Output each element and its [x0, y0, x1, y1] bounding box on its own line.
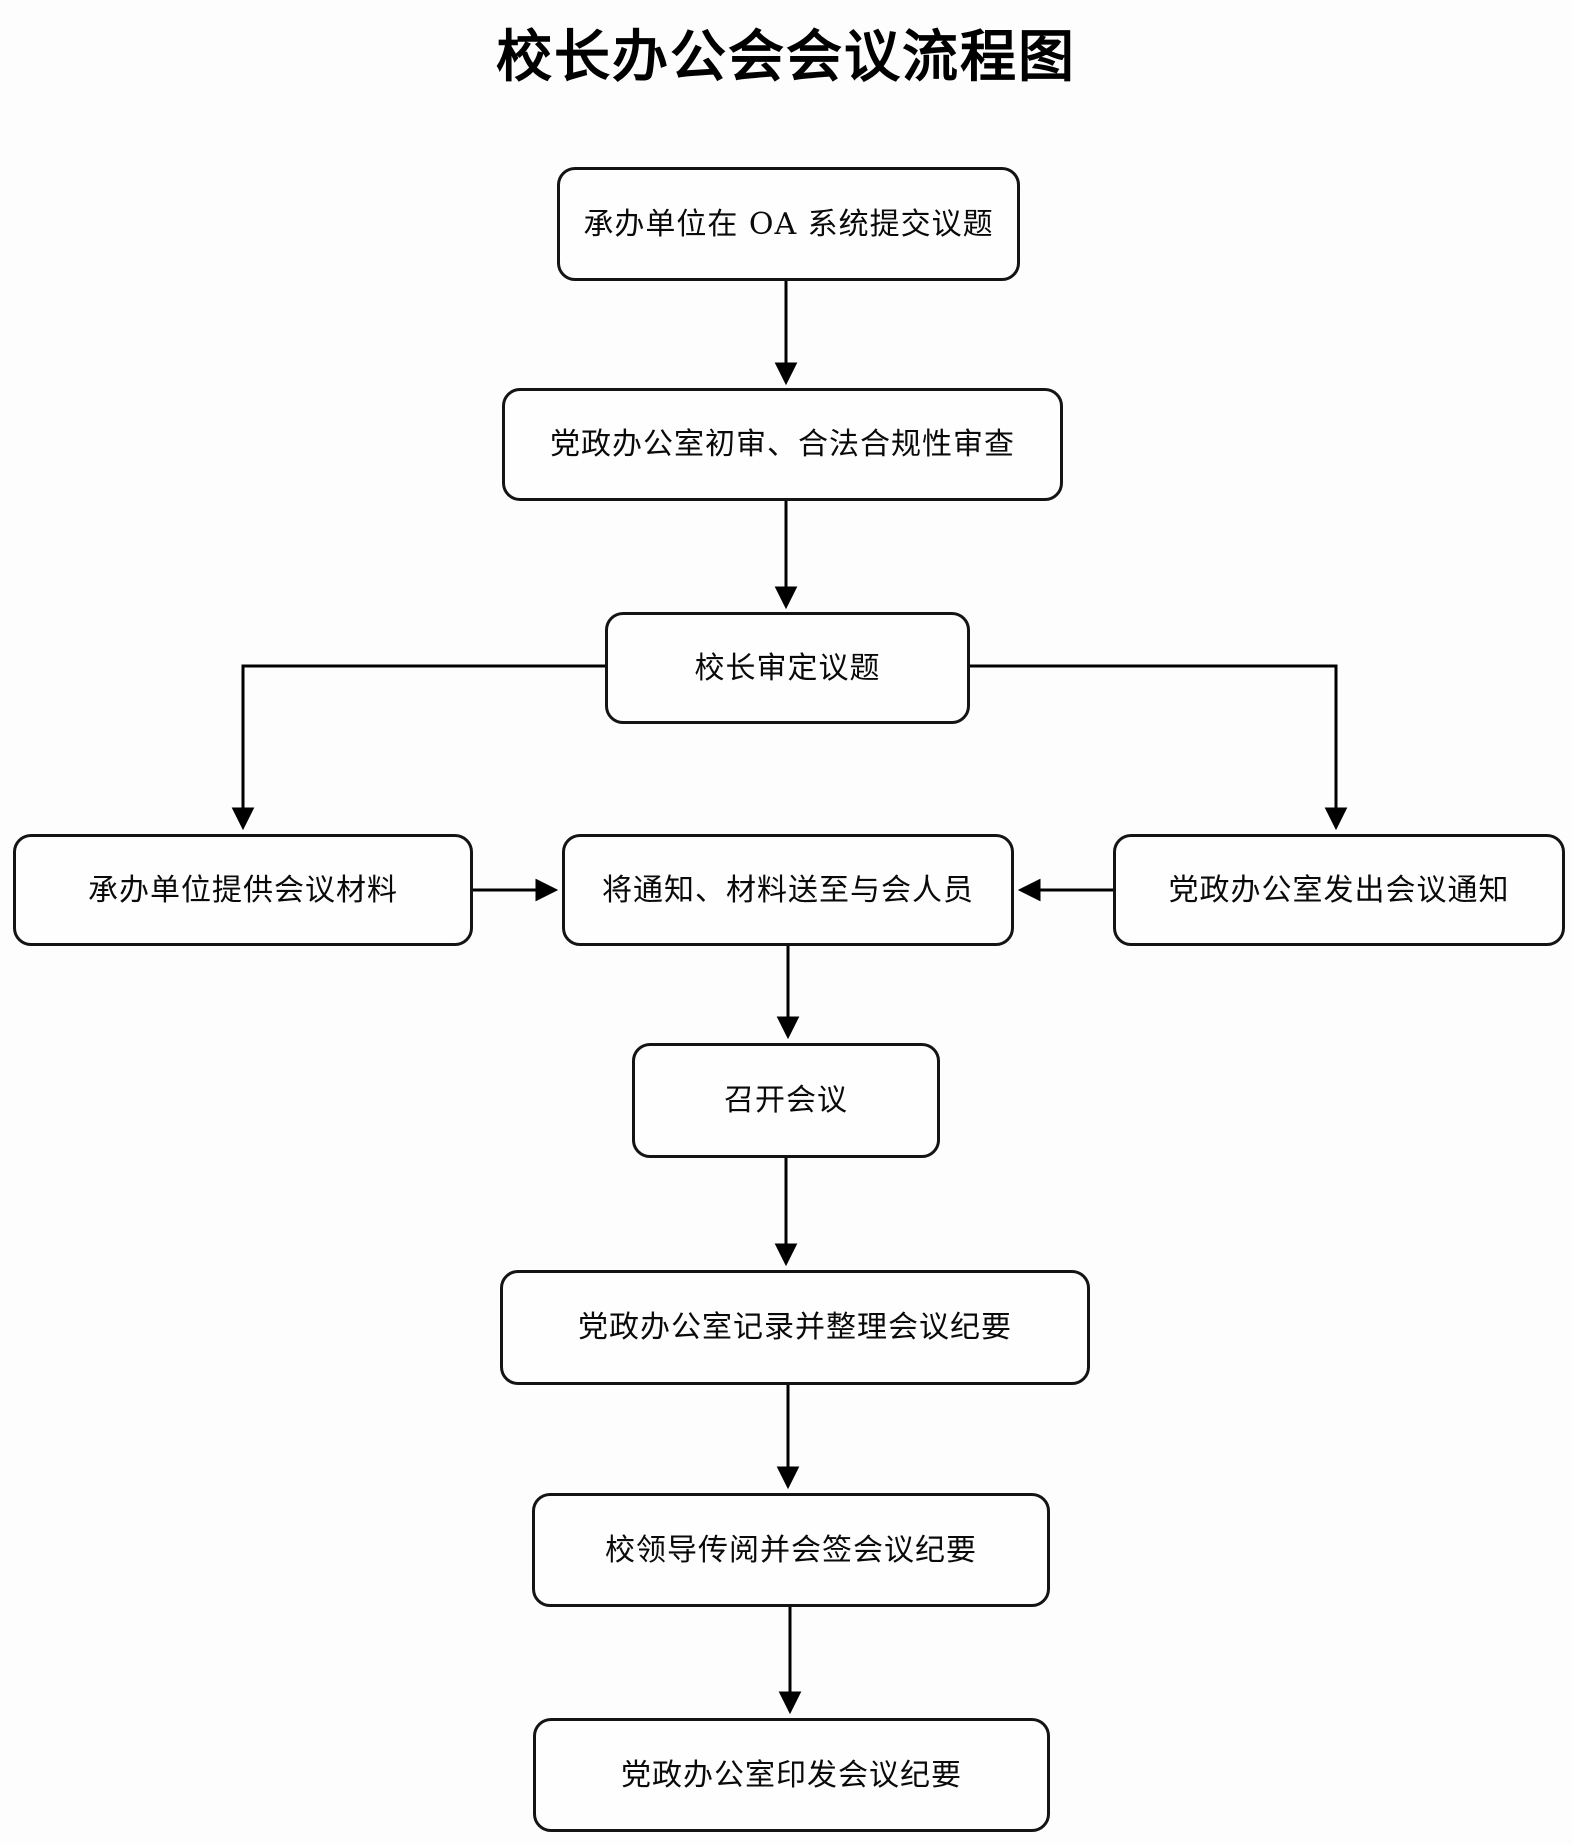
node-deliver-to-attendees: 将通知、材料送至与会人员: [562, 834, 1014, 946]
node-print-minutes: 党政办公室印发会议纪要: [533, 1718, 1050, 1832]
arrow-president-to-materials: [231, 664, 605, 831]
node-submit-topic: 承办单位在 OA 系统提交议题: [557, 167, 1020, 281]
node-hold-meeting: 召开会议: [632, 1043, 940, 1158]
node-circulate-sign-minutes: 校领导传阅并会签会议纪要: [532, 1493, 1050, 1607]
node-provide-materials: 承办单位提供会议材料: [13, 834, 473, 946]
arrow-president-to-notice: [970, 664, 1348, 831]
node-issue-meeting-notice: 党政办公室发出会议通知: [1113, 834, 1565, 946]
page-title: 校长办公会会议流程图: [496, 24, 1076, 90]
node-president-approval: 校长审定议题: [605, 612, 970, 724]
node-initial-review: 党政办公室初审、合法合规性审查: [502, 388, 1063, 501]
node-record-minutes: 党政办公室记录并整理会议纪要: [500, 1270, 1090, 1385]
